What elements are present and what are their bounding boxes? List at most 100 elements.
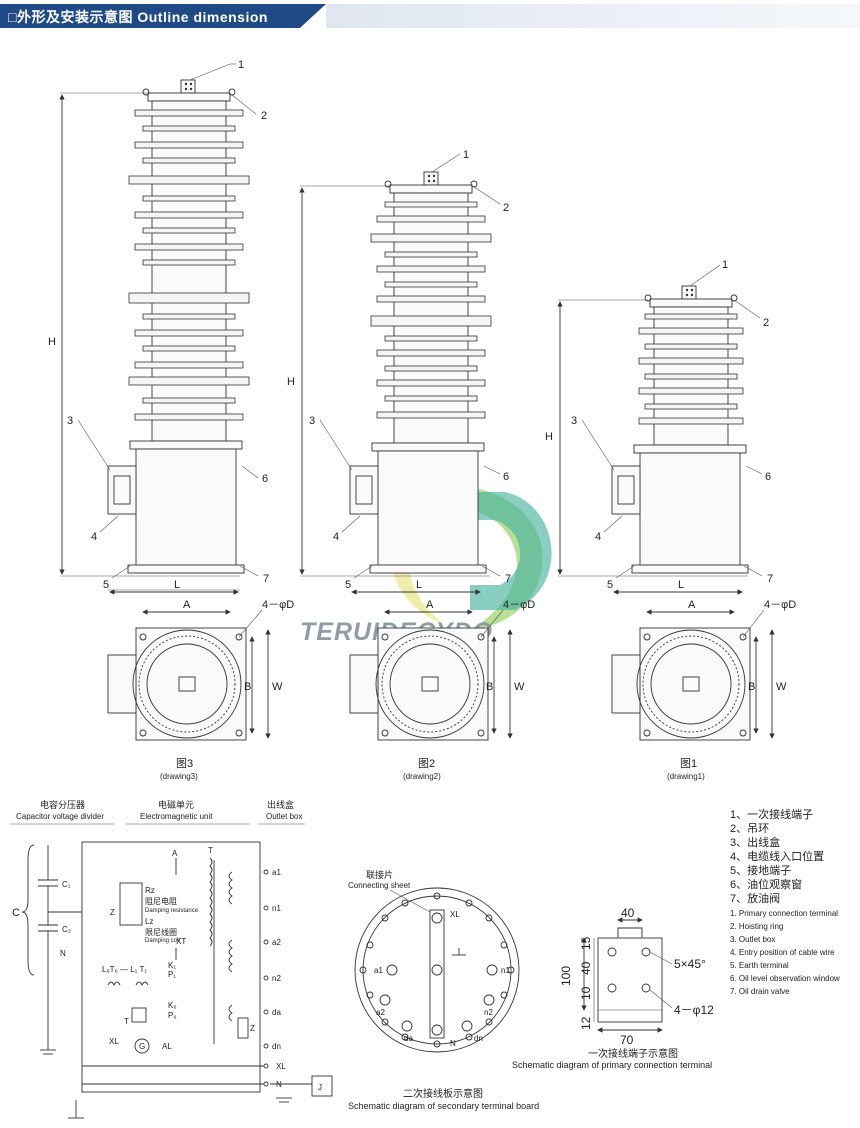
pt-dim-100: 100 (559, 966, 573, 986)
drawing2-cn: 图2 (418, 757, 435, 770)
dim-A2: A (426, 599, 434, 611)
node-K1: K₁ (168, 961, 176, 970)
pt-holes: 4－φ12 (674, 1003, 714, 1017)
drawing3-elevation: H (48, 79, 250, 595)
circuit-diagram: 电容分压器 Capacitor voltage divider 电磁单元 Ele… (10, 799, 333, 1119)
node-N: N (60, 949, 66, 958)
legend: 1、一次接线端子 2、吊环 3、出线盒 4、电缆线入口位置 5、接地端子 6、油… (730, 807, 840, 996)
outletbox-en: Outlet box (266, 812, 302, 821)
header-title: □外形及安装示意图 Outline dimension (8, 9, 268, 25)
d1-part-4: 4 (595, 531, 601, 543)
dim-L1: L (678, 579, 684, 591)
drawing2-insulator (370, 192, 492, 444)
primary-terminal: 40 70 100 15 40 10 12 5×45° 4－φ12 一次接线端子… (512, 906, 714, 1070)
legend-cn-4: 4、电缆线入口位置 (730, 849, 824, 863)
drawing1-elevation: H L (545, 285, 749, 595)
d3-part-6: 6 (262, 473, 268, 485)
drawing2-en: (drawing2) (403, 772, 441, 781)
drawing3-en: (drawing3) (160, 772, 198, 781)
d2-part-7: 7 (505, 573, 511, 585)
resistor-Rz: Rz (145, 886, 155, 895)
coil-Lz-en: Damping coil (145, 938, 180, 944)
d3-part-4: 4 (91, 531, 97, 543)
terminal-n1: n1 (272, 904, 281, 913)
tb-caption-cn: 二次接线板示意图 (403, 1087, 483, 1100)
pt-chamfer: 5×45° (674, 957, 706, 971)
drawing1-en: (drawing1) (667, 772, 705, 781)
tb-dn: dn (474, 1034, 483, 1043)
drawing2-elevation: H L (287, 171, 492, 595)
tb-n1: n1 (501, 966, 510, 975)
tb-a2: a2 (376, 1008, 385, 1017)
node-AL: AL (162, 1042, 172, 1051)
tb-N: N (450, 1039, 456, 1048)
terminal-XL: XL (276, 1062, 286, 1071)
pt-dim-15: 15 (579, 936, 593, 950)
d3-part-3: 3 (67, 415, 73, 427)
terminal-n2: n2 (272, 974, 281, 983)
coil-Lz: Lz (145, 917, 153, 926)
box-J: J (318, 1083, 322, 1092)
resistor-Rz-en: Damping resistance (145, 908, 199, 914)
dim-B1: B (748, 681, 755, 693)
legend-cn-5: 5、接地端子 (730, 864, 791, 877)
node-P6: P₆ (168, 1011, 177, 1020)
d3-part-1: 1 (238, 59, 244, 71)
terminal-N: N (276, 1080, 282, 1089)
drawing3-plan: A B W 4－φD 图3 (drawing3) (107, 599, 294, 781)
resistor-Rz-cn: 阻尼电阻 (145, 896, 177, 906)
pt-caption-en: Schematic diagram of primary connection … (512, 1060, 712, 1070)
pt-dim-40: 40 (579, 961, 593, 975)
dim-W2: W (514, 681, 525, 693)
legend-en-6: 6. Oil level observation window (730, 974, 840, 983)
d1-part-3: 3 (571, 415, 577, 427)
emu-en: Electromagnetic unit (140, 812, 213, 821)
connecting-sheet-cn: 联接片 (366, 869, 393, 880)
legend-cn-1: 1、一次接线端子 (730, 807, 813, 821)
damper-Z: Z (250, 1024, 255, 1033)
cvd-cn: 电容分压器 (40, 799, 85, 810)
legend-cn-2: 2、吊环 (730, 822, 769, 835)
cvd-en: Capacitor voltage divider (16, 812, 104, 821)
d2-part-5: 5 (345, 579, 351, 591)
dim-A: A (183, 599, 191, 611)
dim-holes: 4－φD (262, 599, 294, 611)
node-T-small: T (124, 1017, 129, 1026)
d2-part-3: 3 (309, 415, 315, 427)
pt-dim-40-top: 40 (621, 906, 635, 920)
outletbox-cn: 出线盒 (267, 799, 294, 810)
section-header: □外形及安装示意图 Outline dimension (0, 0, 860, 34)
legend-en-5: 5. Earth terminal (730, 961, 789, 970)
tb-n2: n2 (484, 1008, 493, 1017)
node-XT: XT (176, 937, 186, 946)
d2-part-2: 2 (503, 202, 509, 214)
dim-B2: B (486, 681, 493, 693)
generator-G: G (139, 1042, 145, 1051)
node-K6: K₆ (168, 1001, 177, 1010)
drawing2-plan: A B W 4－φD 图2 (drawing2) (349, 599, 535, 781)
part-callouts: 1 2 3 4 5 6 7 1 2 3 4 5 6 7 1 2 3 4 (67, 59, 773, 591)
legend-en-4: 4. Entry position of cable wire (730, 948, 835, 957)
dim-holes1: 4－φD (764, 599, 796, 611)
dim-H: H (48, 336, 56, 348)
dim-holes2: 4－φD (503, 599, 535, 611)
dim-W: W (272, 681, 283, 693)
d1-part-1: 1 (722, 259, 728, 271)
cap-C1: C₁ (62, 880, 71, 889)
legend-en-3: 3. Outlet box (730, 935, 775, 944)
drawing3-insulator (128, 100, 250, 442)
drawing1-insulator (638, 306, 744, 446)
header-band (326, 4, 860, 28)
d3-part-5: 5 (103, 579, 109, 591)
tb-caption-en: Schematic diagram of secondary terminal … (348, 1101, 539, 1111)
drawing1-cn: 图1 (680, 757, 697, 770)
d1-part-6: 6 (765, 471, 771, 483)
pt-dim-70: 70 (620, 1033, 634, 1047)
tb-da: da (404, 1034, 413, 1043)
drawing1-plan: A B W 4－φD 图1 (drawing1) (611, 599, 796, 781)
terminal-dn: dn (272, 1042, 281, 1051)
d2-part-6: 6 (503, 471, 509, 483)
legend-en-7: 7. Oil drain valve (730, 987, 790, 996)
d3-part-7: 7 (263, 573, 269, 585)
